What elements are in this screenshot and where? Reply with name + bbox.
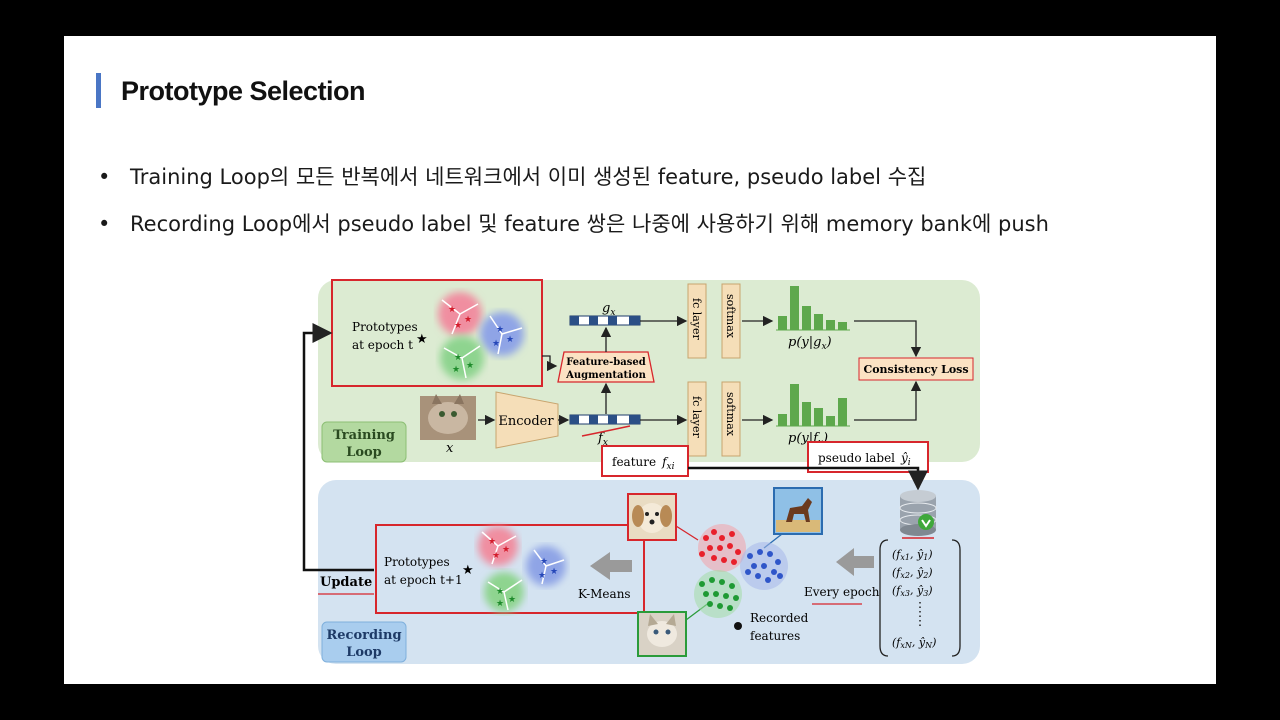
horse-image	[773, 487, 823, 535]
prototypes-t1-label-1: Prototypes	[384, 555, 450, 569]
prototypes-t-label-1: Prototypes	[352, 320, 418, 334]
memory-row: (fx1, ŷ1)	[892, 548, 933, 562]
bullet-item: • Training Loop의 모든 반복에서 네트워크에서 이미 생성된 fe…	[98, 162, 1049, 209]
svg-text:★: ★	[502, 545, 510, 555]
prototypes-t-label-2: at epoch t	[352, 338, 413, 352]
svg-text:★: ★	[454, 321, 462, 331]
prototype-clusters-t1: ★★★ ★★★ ★★★	[478, 526, 566, 612]
svg-text:★: ★	[492, 339, 500, 349]
feature-aug-label-2: Augmentation	[565, 370, 646, 381]
svg-text:★: ★	[540, 557, 548, 567]
recorded-features-label-2: features	[750, 629, 800, 643]
histogram-top	[778, 286, 847, 330]
fc-layer-bottom-label: fc layer	[690, 396, 703, 439]
consistency-loss-box	[858, 357, 974, 381]
recorded-feature-clusters	[694, 524, 788, 618]
training-loop-badge	[321, 421, 407, 463]
encoder-label: Encoder	[498, 414, 554, 429]
recorded-legend-dot	[734, 622, 742, 630]
prototypes-t1-label-2: at epoch t+1	[384, 573, 463, 587]
fx-annotation-mark	[581, 425, 631, 437]
svg-text:★: ★	[492, 551, 500, 561]
prototypes-t1-box	[375, 524, 645, 614]
histogram-bottom	[778, 384, 847, 426]
slide-title: Prototype Selection	[121, 76, 366, 106]
every-epoch-arrow	[836, 548, 874, 576]
feature-aug-label-1: Feature-based	[566, 357, 646, 368]
star-icon: ★	[416, 332, 428, 347]
every-epoch-label: Every epoch	[804, 585, 880, 599]
prototype-diagram: Prototypes at epoch t ★ ★★★ ★★★ ★★★ gx	[302, 279, 980, 664]
svg-text:★: ★	[496, 325, 504, 335]
bullet-text: Recording Loop에서 pseudo label 및 feature …	[130, 212, 1049, 236]
x-label: x	[446, 441, 454, 456]
consistency-loss-label: Consistency Loss	[863, 363, 968, 376]
recording-loop-label-2: Loop	[346, 645, 382, 660]
svg-text:★: ★	[488, 537, 496, 547]
fc-layer-top	[687, 283, 707, 359]
fc-layer-top-label: fc layer	[690, 298, 703, 341]
feature-box	[601, 445, 689, 477]
fx-vector	[569, 414, 641, 425]
svg-text:★: ★	[506, 335, 514, 345]
bullet-dot: •	[98, 165, 111, 189]
recording-loop-label-1: Recording	[326, 628, 401, 643]
kmeans-arrow	[590, 552, 632, 580]
bottom-to-loss-arrow	[854, 380, 922, 421]
dog-image	[627, 493, 677, 541]
recording-loop-badge	[321, 621, 407, 663]
bullet-text: Training Loop의 모든 반복에서 네트워크에서 이미 생성된 fea…	[130, 165, 927, 189]
svg-text:★: ★	[448, 305, 456, 315]
bullet-item: • Recording Loop에서 pseudo label 및 feature…	[98, 209, 1049, 256]
prototype-clusters-t: ★★★ ★★★ ★★★	[438, 292, 524, 380]
softmax-bottom-label: softmax	[724, 392, 737, 437]
svg-text:★: ★	[538, 571, 546, 581]
encoder-block	[495, 391, 559, 449]
svg-text:★: ★	[550, 567, 558, 577]
memory-bank-bracket-right	[951, 539, 961, 657]
feature-aug-box	[557, 351, 655, 383]
memory-bank-bracket-left	[879, 539, 889, 657]
feature-to-bank-line	[688, 466, 928, 491]
svg-text:★: ★	[496, 587, 504, 597]
slide: Prototype Selection • Training Loop의 모든 반…	[64, 36, 1216, 684]
fx-label: fx	[597, 431, 608, 448]
proto-to-aug-arrow	[542, 355, 558, 372]
svg-text:★: ★	[466, 361, 474, 371]
training-loop-label-1: Training	[333, 428, 395, 443]
softmax-top	[721, 283, 741, 359]
star-icon: ★	[462, 563, 474, 578]
gx-label: gx	[602, 301, 615, 318]
update-label: Update	[320, 575, 372, 590]
training-loop-label-2: Loop	[346, 445, 382, 460]
memory-row: (fx2, ŷ2)	[892, 566, 933, 580]
cat-input-image	[420, 394, 476, 440]
top-to-loss-arrow	[854, 320, 922, 358]
kmeans-label: K-Means	[578, 587, 631, 601]
p-gx-label: p(y|gx)	[788, 335, 832, 352]
dog-to-red-line	[675, 525, 699, 541]
svg-text:★: ★	[452, 365, 460, 375]
fc-layer-bottom	[687, 381, 707, 457]
recorded-features-label-1: Recorded	[750, 611, 809, 625]
softmax-top-label: softmax	[724, 294, 737, 339]
svg-text:★: ★	[464, 315, 472, 325]
softmax-bottom	[721, 381, 741, 457]
svg-text:★: ★	[496, 599, 504, 609]
gx-vector	[569, 315, 641, 326]
kitten-image	[637, 611, 687, 657]
memory-row: (fx3, ŷ3)	[892, 584, 933, 598]
svg-text:★: ★	[454, 353, 462, 363]
database-icon	[899, 490, 937, 536]
memory-row: (fxN, ŷN)	[892, 636, 936, 650]
title-accent-bar	[96, 73, 101, 108]
bullet-list: • Training Loop의 모든 반복에서 네트워크에서 이미 생성된 fe…	[98, 162, 1049, 256]
bullet-dot: •	[98, 212, 111, 236]
svg-text:★: ★	[508, 595, 516, 605]
update-loop-arrow	[302, 323, 374, 572]
